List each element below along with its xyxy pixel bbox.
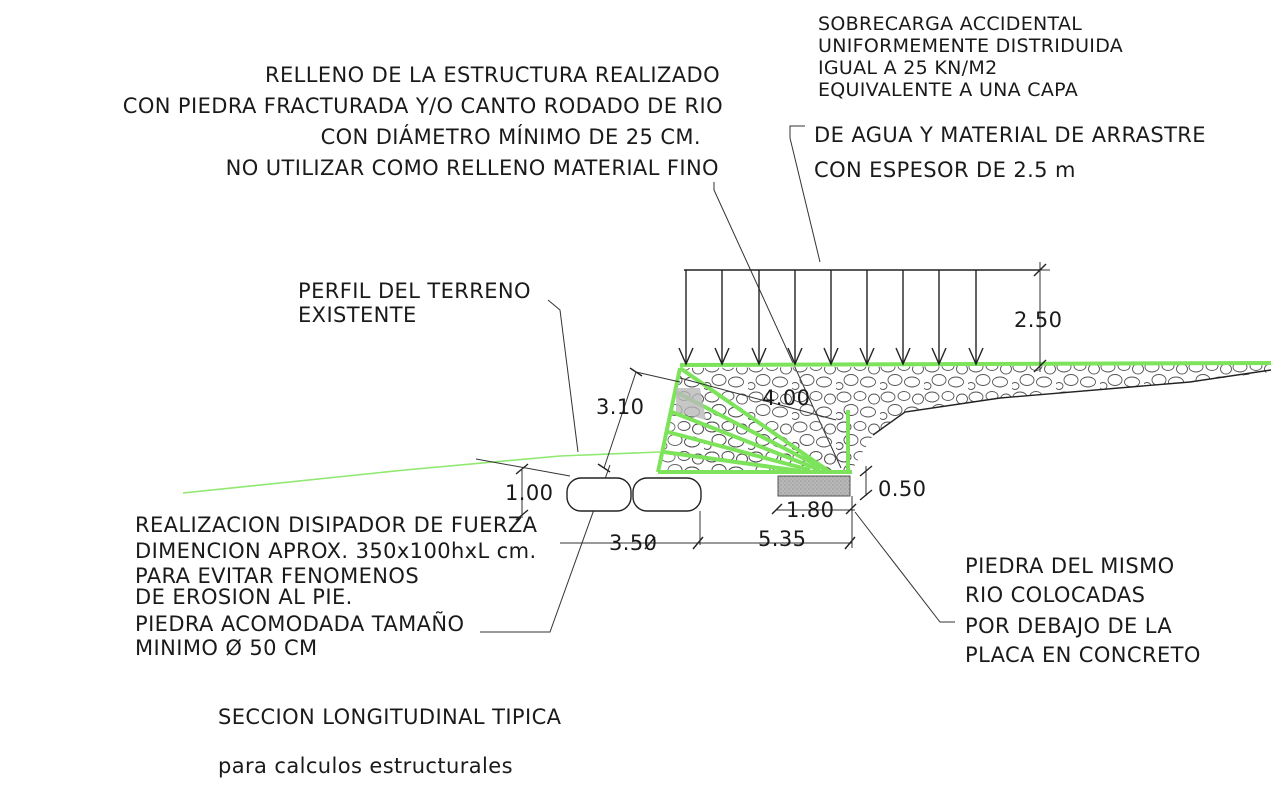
terrain-note-line-1: PERFIL DEL TERRENO (298, 279, 531, 303)
fill-note: RELLENO DE LA ESTRUCTURA REALIZADO CON P… (123, 63, 723, 180)
load-arrow (714, 270, 730, 366)
load-arrow (859, 270, 875, 366)
load-arrow (895, 270, 911, 366)
dissipator-note-line-2: DIMENCION APROX. 350x100hxL cm. (135, 539, 537, 563)
dissipator-note-line-5: PIEDRA ACOMODADA TAMAÑO (135, 610, 464, 636)
dim-dissipator-height: 1.00 (505, 481, 553, 505)
load-arrow (787, 270, 803, 366)
overload-note-line-5: DE AGUA Y MATERIAL DE ARRASTRE (814, 123, 1206, 147)
overload-note-line-4: EQUIVALENTE A UNA CAPA (818, 79, 1078, 101)
dim-dissipator-length: 3.50 (609, 531, 657, 555)
load-arrow (968, 270, 984, 366)
stone-note-line-1: PIEDRA DEL MISMO (965, 554, 1175, 578)
dimension-labels: 2.50 3.10 4.00 0.50 1.80 1.00 3.50 5.35 (505, 308, 1062, 555)
load-arrow (678, 270, 694, 366)
dissipator-stones (566, 477, 702, 545)
stone-note: PIEDRA DEL MISMO RIO COLOCADAS POR DEBAJ… (965, 554, 1201, 667)
stone-note-line-3: POR DEBAJO DE LA (965, 614, 1172, 638)
dissipator-note-line-4: DE EROSION AL PIE. (135, 585, 353, 609)
overload-arrows (678, 269, 1040, 366)
dissipator-note-line-1: REALIZACION DISIPADOR DE FUERZA (135, 513, 538, 537)
drawing-subtitle: para calculos estructurales (218, 754, 513, 778)
stone-note-line-2: RIO COLOCADAS (965, 583, 1145, 607)
overload-note: SOBRECARGA ACCIDENTAL UNIFORMEMENTE DIST… (814, 13, 1206, 182)
stone-note-line-4: PLACA EN CONCRETO (965, 643, 1201, 667)
terrain-note: PERFIL DEL TERRENO EXISTENTE (298, 279, 531, 327)
fill-note-line-3: CON DIÁMETRO MÍNIMO DE 25 CM. (321, 124, 701, 149)
dim-wall-top-width: 4.00 (762, 386, 810, 410)
load-arrow (931, 270, 947, 366)
dissipator-note: REALIZACION DISIPADOR DE FUERZA DIMENCIO… (135, 513, 538, 660)
dimension-lines (515, 262, 1050, 550)
drawing-title: SECCION LONGITUDINAL TIPICA (218, 705, 562, 729)
dim-slab-thickness: 0.50 (878, 477, 926, 501)
dim-base-length: 5.35 (758, 527, 806, 551)
fill-note-line-2: CON PIEDRA FRACTURADA Y/O CANTO RODADO D… (123, 94, 723, 118)
dim-load-height: 2.50 (1014, 308, 1062, 332)
dissipator-note-line-3: PARA EVITAR FENOMENOS (135, 564, 419, 588)
fill-note-line-1: RELLENO DE LA ESTRUCTURA REALIZADO (265, 63, 720, 87)
terrain-note-line-2: EXISTENTE (298, 303, 417, 327)
load-arrow (823, 270, 839, 366)
concrete-slab (777, 475, 851, 497)
overload-note-line-3: IGUAL A 25 KN/M2 (818, 57, 997, 79)
dim-slab-width: 1.80 (786, 498, 834, 522)
overload-note-line-1: SOBRECARGA ACCIDENTAL (818, 13, 1082, 35)
fill-note-line-4: NO UTILIZAR COMO RELLENO MATERIAL FINO (226, 156, 719, 180)
load-arrow (751, 270, 767, 366)
overload-note-line-6: CON ESPESOR DE 2.5 m (814, 158, 1076, 182)
dissipator-note-line-6: MINIMO Ø 50 CM (135, 636, 318, 660)
dim-wall-height: 3.10 (596, 395, 644, 419)
overload-note-line-2: UNIFORMEMENTE DISTRIDUIDA (818, 35, 1123, 57)
